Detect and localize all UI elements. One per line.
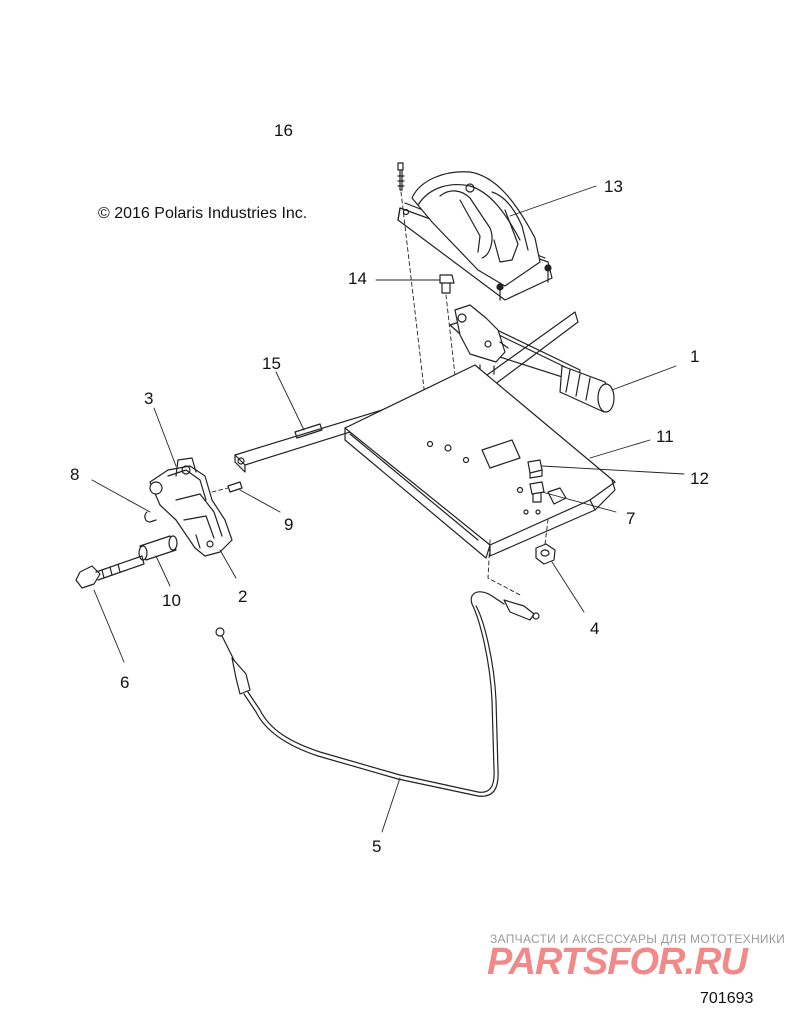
bolt-6-part	[75, 555, 145, 589]
callout-2: 2	[238, 587, 248, 606]
callout-6: 6	[120, 673, 130, 692]
shift-boot-part	[397, 171, 553, 301]
figure-number: 701693	[700, 990, 754, 1007]
callout-11: 11	[656, 427, 674, 446]
bolt-7-part	[529, 481, 545, 503]
callout-14: 14	[348, 269, 367, 288]
callout-13: 13	[604, 177, 623, 196]
callout-8: 8	[70, 465, 80, 484]
callout-3: 3	[144, 389, 154, 408]
cable-5-part	[215, 539, 540, 797]
callout-10: 10	[162, 591, 181, 610]
callout-5: 5	[372, 837, 382, 856]
nut-12-part	[527, 459, 543, 479]
leader-lines	[91, 185, 685, 833]
callout-9: 9	[284, 515, 294, 534]
pin-9-part	[211, 481, 243, 493]
watermark-logo: PARTSFOR.RU	[487, 941, 748, 983]
callout-7: 7	[626, 509, 636, 528]
callout-1: 1	[690, 347, 700, 366]
callout-16: 16	[274, 121, 293, 140]
callout-4: 4	[590, 619, 600, 638]
pedal-bracket-part	[149, 457, 233, 557]
lever-assembly-part	[449, 304, 615, 413]
callout-12: 12	[690, 469, 709, 488]
copyright-notice: © 2016 Polaris Industries Inc.	[98, 205, 308, 222]
watermark-tagline: ЗАПЧАСТИ И АКСЕССУАРЫ ДЛЯ МОТОТЕХНИКИ	[490, 932, 786, 946]
callout-15: 15	[262, 354, 281, 373]
screw-16-part	[397, 162, 431, 441]
nut-4-part	[535, 519, 556, 565]
mounting-plate-part	[344, 364, 616, 559]
clip-8-part	[144, 511, 157, 523]
bushing-10-part	[138, 535, 178, 561]
